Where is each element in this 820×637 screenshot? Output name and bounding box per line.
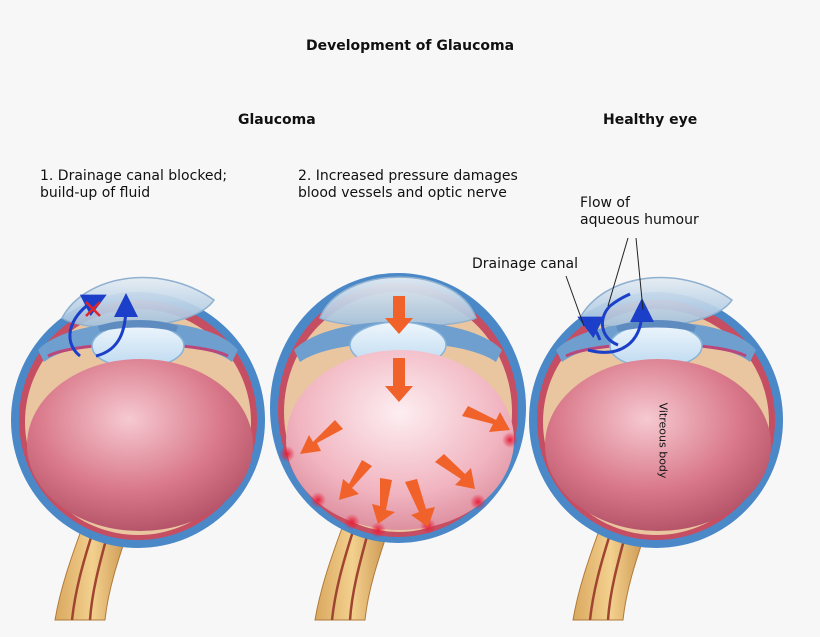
caption-stage1: 1. Drainage canal blocked; build-up of f… xyxy=(40,168,227,202)
vitreous-body-stage1 xyxy=(27,359,253,531)
caption-stage2-line1: 2. Increased pressure damages xyxy=(298,168,518,184)
page-title: Development of Glaucoma xyxy=(305,38,515,54)
blocked-x-icon xyxy=(85,301,101,317)
label-drainage-canal: Drainage canal xyxy=(472,256,579,272)
flow-arrow-up xyxy=(95,293,138,358)
section-title-healthy: Healthy eye xyxy=(603,112,698,128)
label-aqueous-flow-line2: aqueous humour xyxy=(580,212,699,228)
pressure-arrows xyxy=(300,296,510,527)
flow-arrow-drain xyxy=(577,316,605,341)
label-aqueous-flow-line1: Flow of xyxy=(580,195,630,211)
label-aqueous-flow: Flow of aqueous humour xyxy=(580,195,699,229)
eye-glaucoma-stage1 xyxy=(9,276,267,622)
label-vitreous-body: Vitreous body xyxy=(656,402,670,479)
section-title-glaucoma: Glaucoma xyxy=(238,112,316,128)
eye-healthy xyxy=(527,276,785,622)
caption-stage2: 2. Increased pressure damages blood vess… xyxy=(298,168,518,202)
caption-stage2-line2: blood vessels and optic nerve xyxy=(298,185,507,201)
flow-arrow-up-healthy xyxy=(587,298,654,354)
damage-spots xyxy=(279,432,518,538)
caption-stage1-line1: 1. Drainage canal blocked; xyxy=(40,168,228,184)
vitreous-body-healthy xyxy=(545,359,771,531)
pointer-lines xyxy=(565,237,644,327)
eye-glaucoma-stage2 xyxy=(270,273,526,621)
caption-stage1-line2: build-up of fluid xyxy=(40,185,151,201)
